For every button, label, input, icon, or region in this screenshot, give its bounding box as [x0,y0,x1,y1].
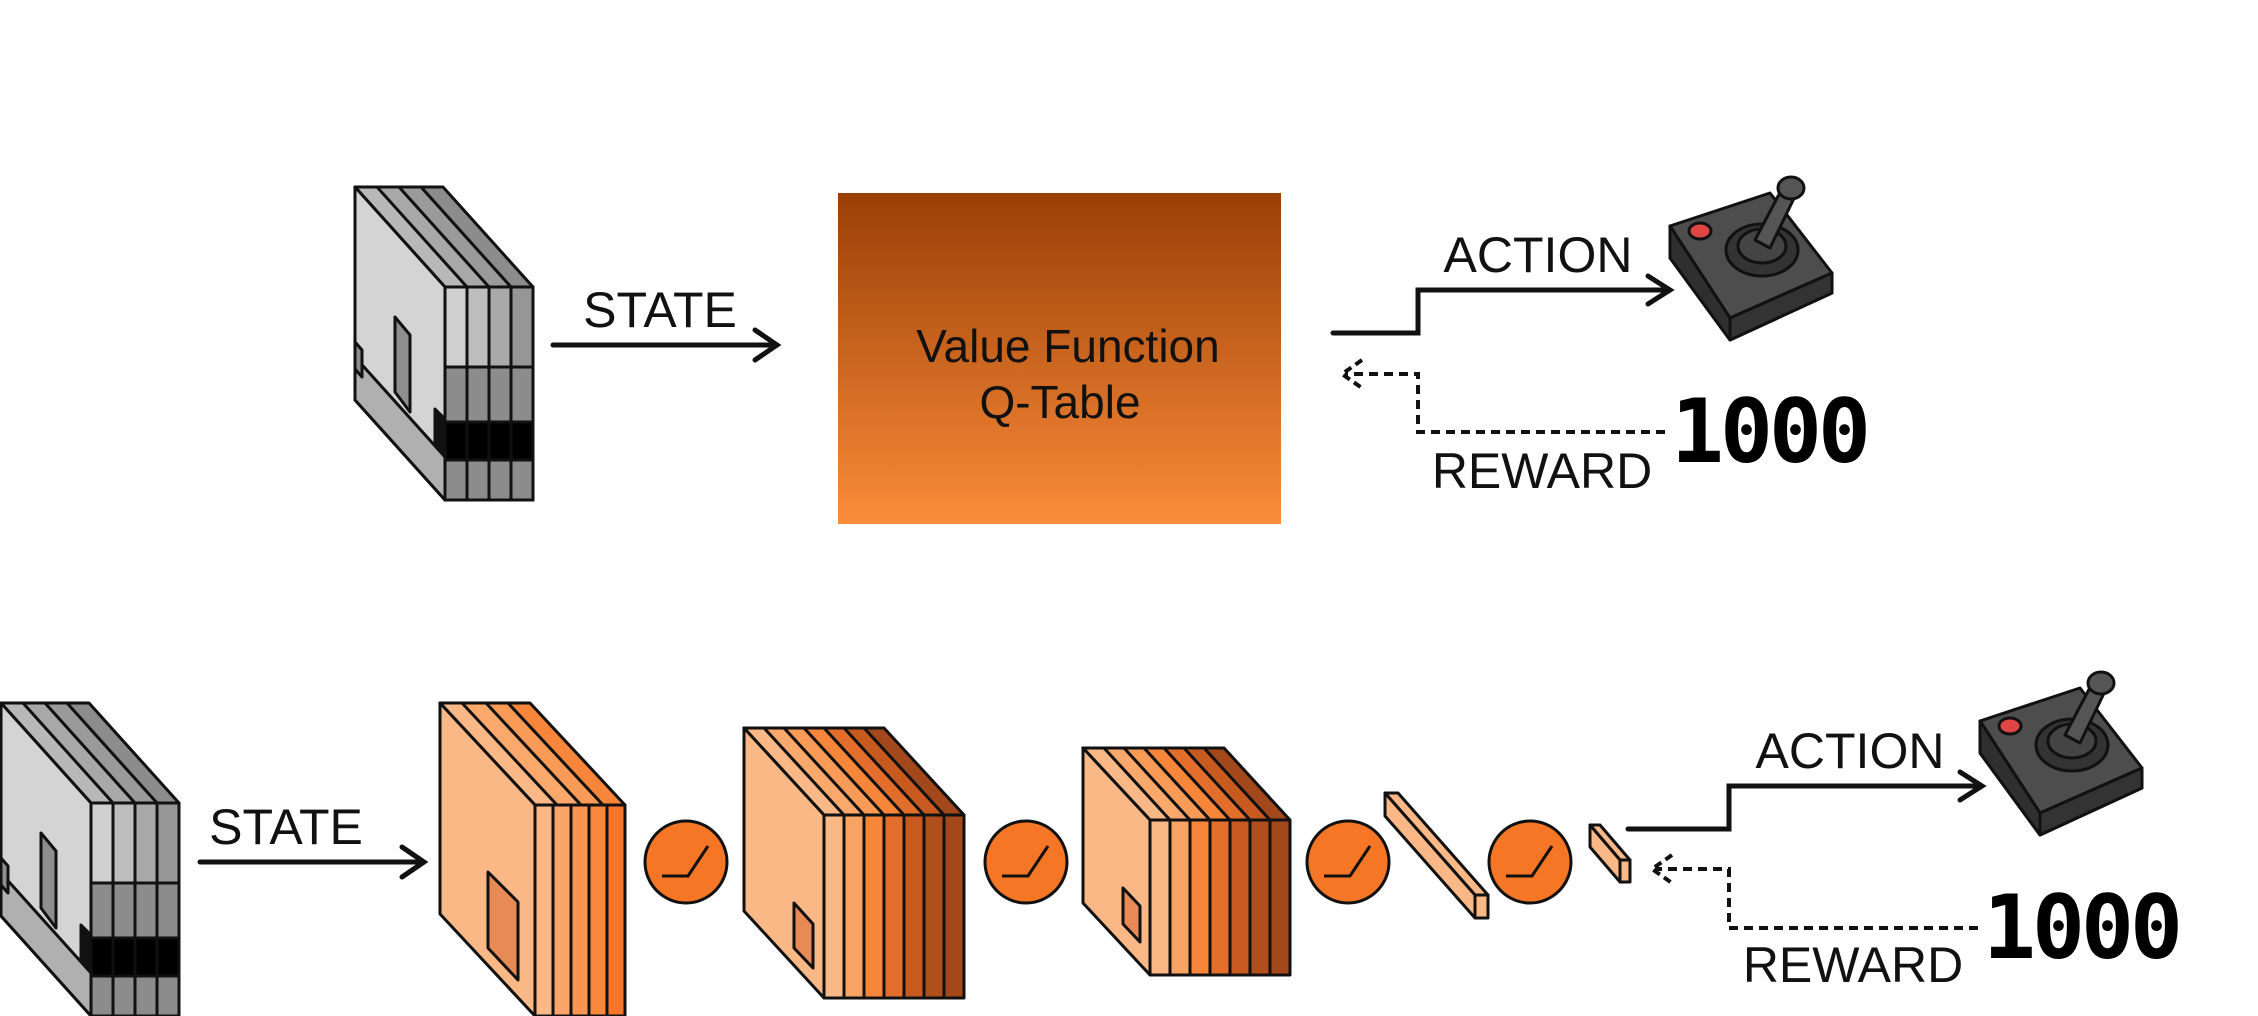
reward-arrow-head [1338,358,1364,390]
relu-activation-icon [1305,819,1391,905]
q-table-label: Q-Table [979,376,1140,428]
conv-layer-1 [438,701,627,1016]
reward-arrow [1345,372,1665,434]
value-function-label: Value Function [916,320,1219,372]
reward-arrow [1655,867,1978,930]
joystick-icon [1668,175,1834,342]
fc-layer [1383,791,1490,920]
bottom-panel: STATE [0,670,2183,1016]
top-panel: STATE Value Function Q-Table ACTION REWA… [353,175,1871,524]
relu-activation-icon [1487,819,1573,905]
conv-layer-2 [742,726,966,1000]
state-label: STATE [583,282,737,338]
frame-stack-icon [353,185,535,502]
action-arrow [1625,769,1987,832]
reward-label: REWARD [1743,937,1963,993]
reward-arrow-head [1648,853,1674,885]
reward-score: 1000 [1671,380,1867,483]
action-label: ACTION [1756,723,1945,779]
state-label: STATE [209,799,363,855]
reward-score: 1000 [1983,876,2179,979]
output-layer [1588,823,1632,884]
q-table-box [838,193,1281,524]
frame-stack-icon [0,701,181,1016]
relu-activation-icon [643,819,729,905]
state-arrow [550,327,782,363]
action-arrow [1330,273,1675,336]
reward-label: REWARD [1432,443,1652,499]
joystick-icon [1978,670,2144,837]
action-label: ACTION [1444,227,1633,283]
state-arrow [197,844,429,880]
relu-activation-icon [983,819,1069,905]
conv-layer-3 [1081,746,1292,977]
